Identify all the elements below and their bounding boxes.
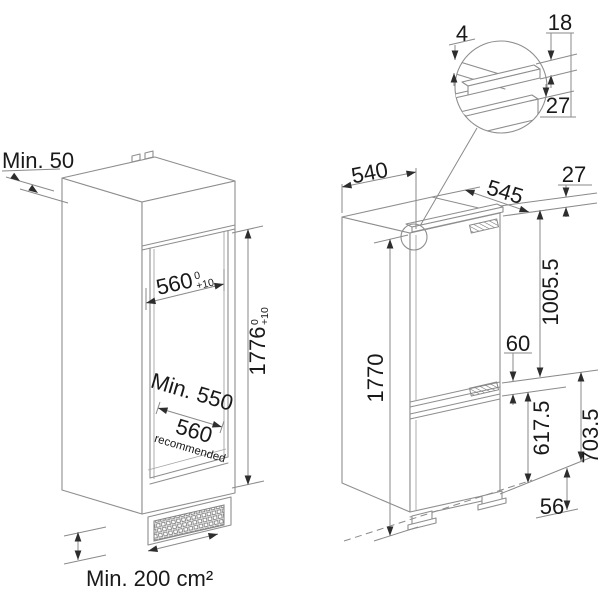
- detail-contents: [455, 57, 541, 133]
- lower-door-height-label: 617.5: [529, 400, 554, 455]
- niche-width-tol-lower: +10: [195, 277, 215, 293]
- width-label: 545: [484, 175, 526, 209]
- dim-detail-rail-height: 18: [535, 10, 578, 88]
- detail-door-gap-label: 4: [456, 21, 468, 46]
- dim-detail-rail-to-door: 27: [529, 33, 576, 118]
- hinge-tab: [131, 153, 141, 163]
- detail-leader-line: [419, 127, 478, 227]
- total-height-label: 1770: [363, 354, 388, 403]
- dim-niche-height: 1776 0 +10: [231, 225, 271, 489]
- niche-height-label: 1776: [245, 327, 270, 376]
- lower-door-handle: [468, 381, 500, 397]
- upper-door-height-label: 1005.5: [538, 258, 563, 325]
- dim-door-gap: 60: [504, 331, 532, 405]
- rail-offset-label: 27: [562, 162, 586, 187]
- cabinet-body: [61, 150, 236, 546]
- dim-upper-door-height: 1005.5: [536, 210, 563, 377]
- vent-grille: [153, 504, 225, 542]
- detail-rail-to-door-label: 27: [546, 93, 570, 118]
- dim-detail-door-gap: 4: [448, 21, 476, 86]
- floor-line: [343, 479, 533, 542]
- niche-width-tol-upper: 0: [193, 269, 201, 282]
- niche-height-tol-upper: 0: [249, 319, 261, 325]
- detail-rail-height-label: 18: [548, 10, 572, 35]
- dim-lower-section-height: 703.5: [577, 372, 600, 464]
- dim-total-height: 1770: [363, 234, 409, 536]
- niche-height-tol-lower: +10: [259, 307, 271, 325]
- cabinet-drawing: Min. 50 560 0 +10 17: [1, 148, 271, 591]
- depth-label: 540: [349, 157, 390, 189]
- dim-plinth-height: 56: [535, 468, 579, 519]
- dim-vent-width: [147, 532, 219, 553]
- appliance-drawing: 540 545 27 1005.5 60: [341, 127, 600, 542]
- lower-section-height-label: 703.5: [578, 408, 600, 463]
- upper-door-handle: [468, 218, 500, 234]
- hinge-tab: [144, 150, 154, 160]
- vent-area-label: Min. 200 cm²: [86, 566, 213, 591]
- dim-lower-door-height: 617.5: [524, 392, 554, 483]
- dim-plinth-recess: [63, 526, 107, 565]
- appliance-body: [341, 196, 593, 542]
- plinth-height-label: 56: [540, 494, 564, 519]
- detail-drawing: 4 18 27: [448, 10, 578, 134]
- door-gap-label: 60: [506, 331, 530, 356]
- top-clearance-label: Min. 50: [2, 148, 74, 173]
- dim-rail-offset: 27: [558, 162, 592, 217]
- dim-top-clearance: Min. 50: [1, 148, 74, 204]
